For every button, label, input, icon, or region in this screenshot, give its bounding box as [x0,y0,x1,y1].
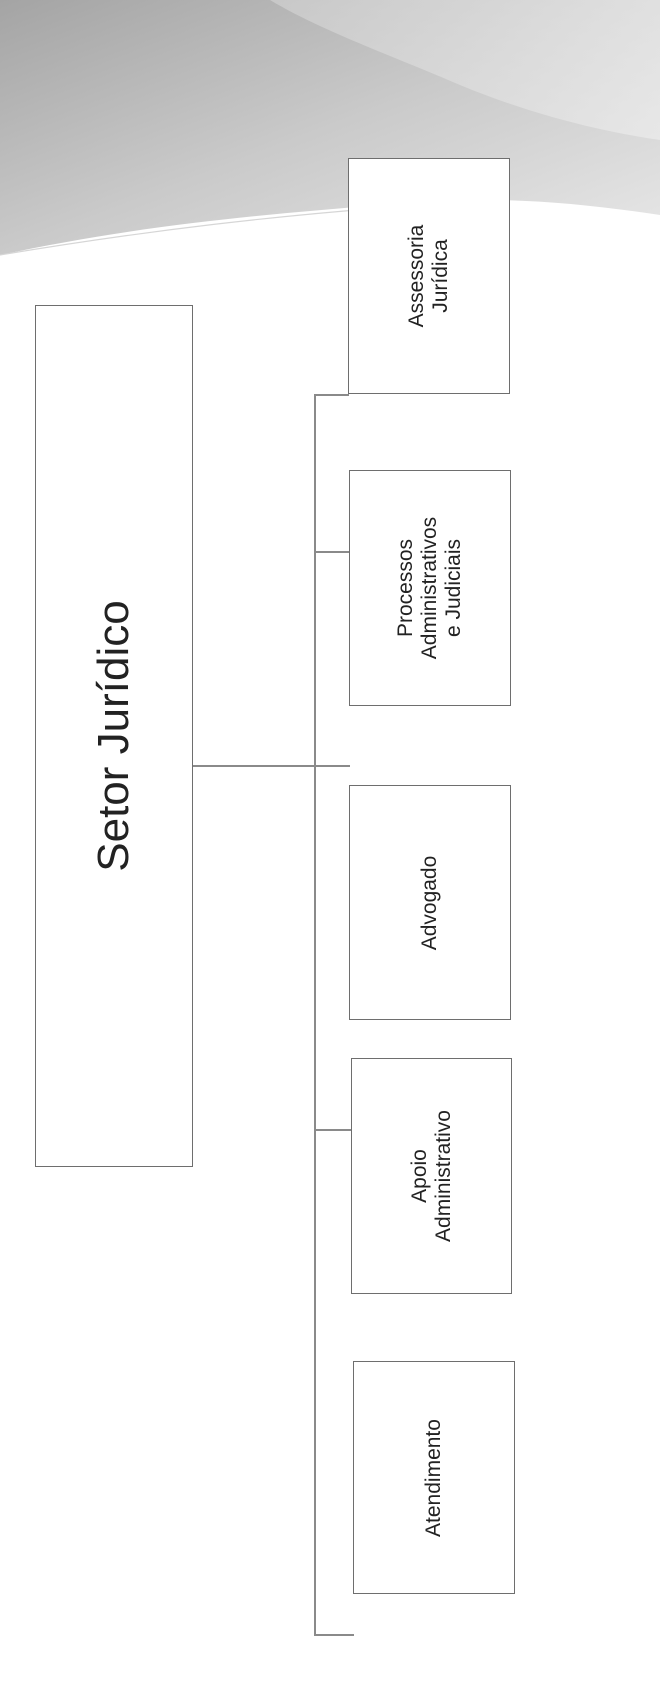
org-node-advogado: Advogado [349,785,511,1020]
org-node-label: Assessoria Jurídica [404,224,452,328]
org-node-label: Advogado [417,855,441,950]
org-node-processos-administrativos: Processos Administrativos e Judiciais [349,470,511,706]
connector-bus-to-atendimento [314,1634,354,1636]
connector-bus-to-assessoria [314,394,349,396]
connector-bus-to-apoio [314,1129,352,1131]
org-node-apoio-administrativo: Apoio Administrativo [351,1058,512,1294]
decorative-corner-graphic [0,0,660,256]
org-node-label: Processos Administrativos e Judiciais [393,516,466,660]
connector-root-to-bus [192,765,315,767]
connector-bus [314,394,316,1635]
org-node-label: Setor Jurídico [89,600,138,872]
connector-bus-to-advogado [314,765,350,767]
org-node-label: Apoio Administrativo [407,1110,455,1242]
org-node-atendimento: Atendimento [353,1361,515,1594]
org-node-label: Atendimento [421,1418,445,1537]
connector-bus-to-processos [314,551,350,553]
org-node-setor-juridico: Setor Jurídico [35,305,193,1167]
org-node-assessoria-juridica: Assessoria Jurídica [348,158,510,394]
